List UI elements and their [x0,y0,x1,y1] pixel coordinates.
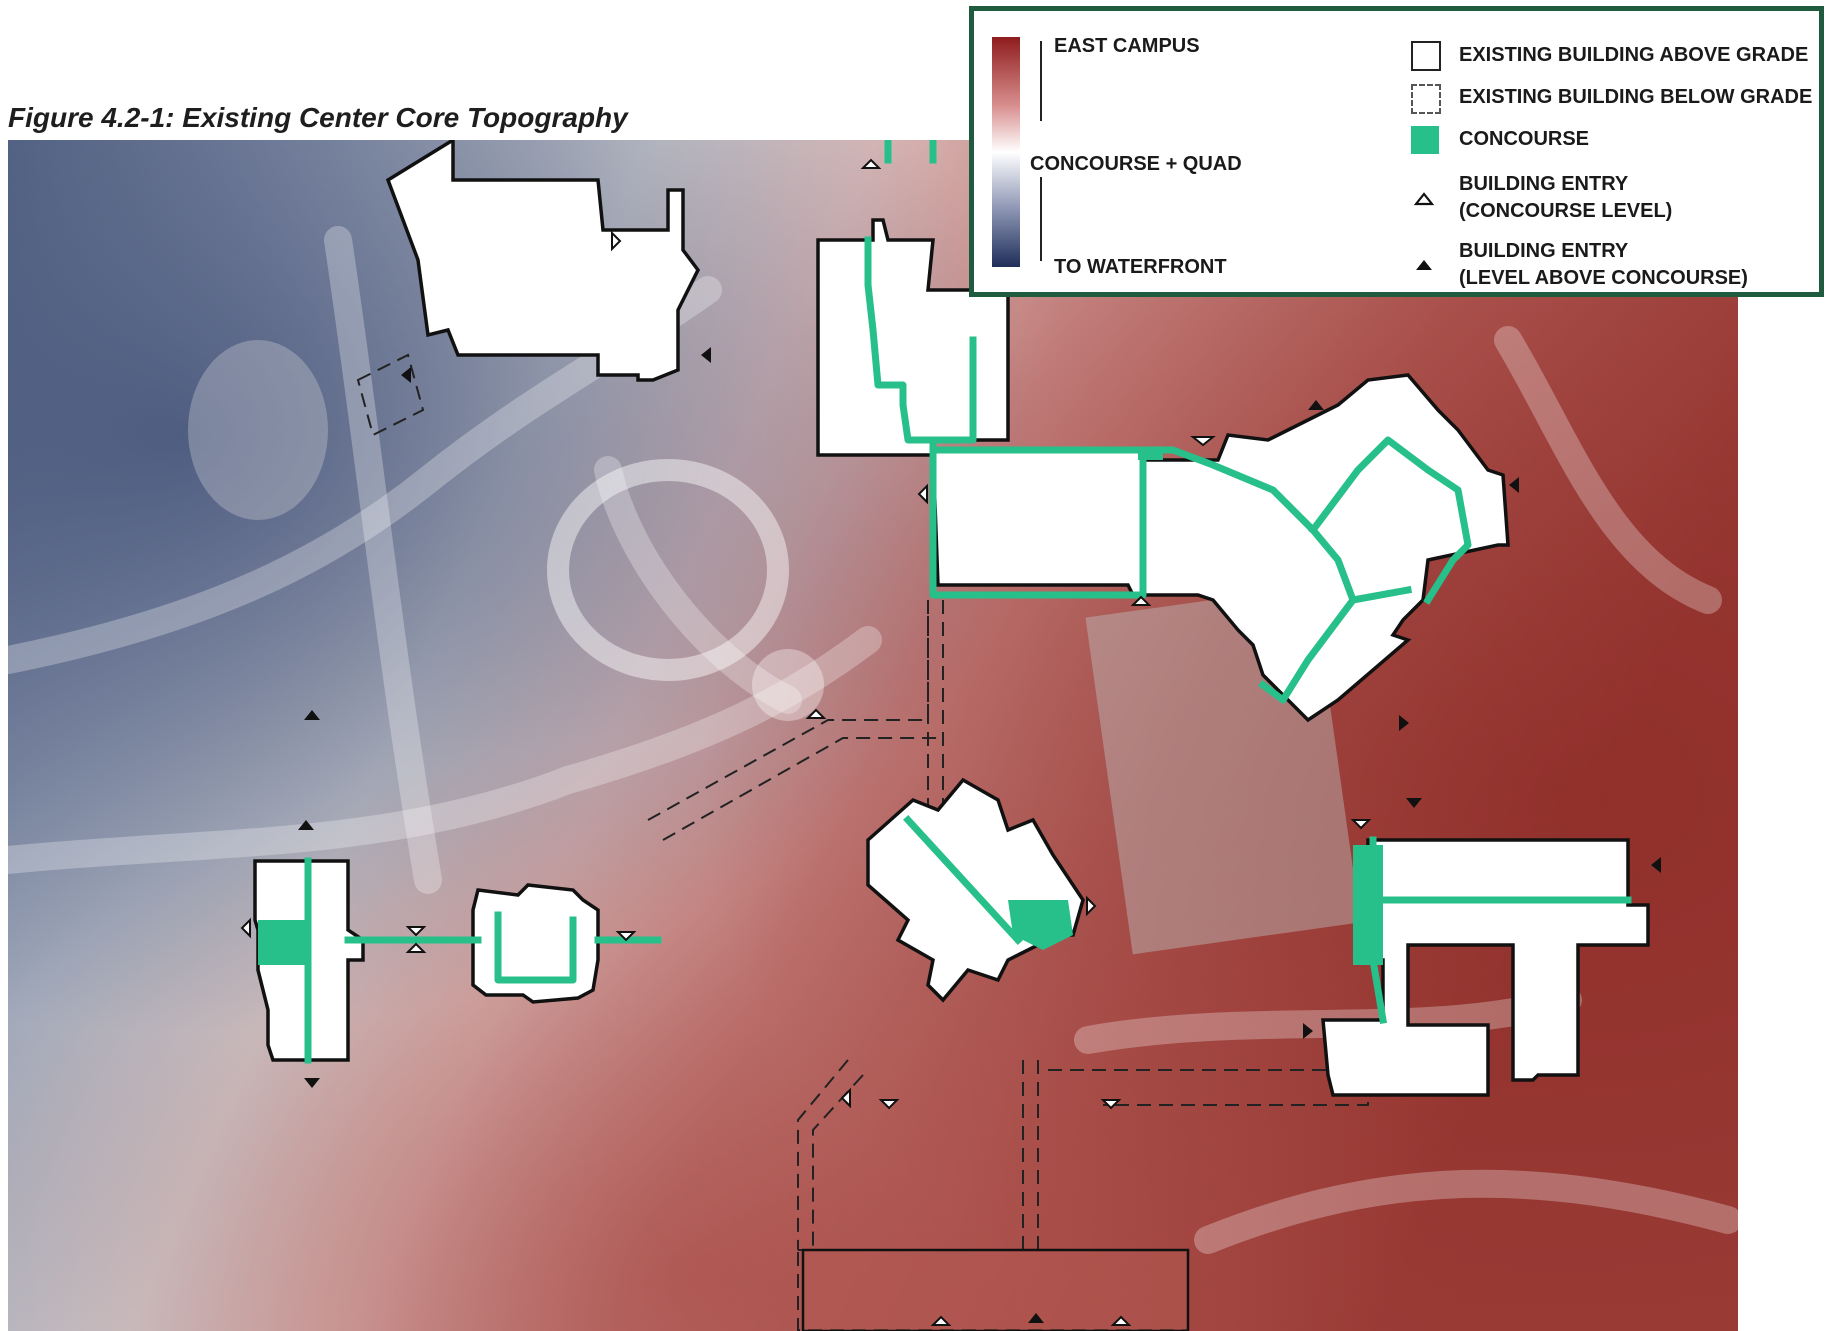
concourse-blocks [258,450,1383,965]
legend-item-entry-concourse: BUILDING ENTRY [1459,173,1629,195]
entry-above-concourse [298,347,1661,1323]
building-above-grade-swatch [1411,41,1441,71]
legend-item-entry-above: BUILDING ENTRY [1459,240,1629,262]
building-northwest [385,140,701,382]
figure-title: Figure 4.2-1: Existing Center Core Topog… [8,102,628,133]
legend-item-above-grade: EXISTING BUILDING ABOVE GRADE [1459,44,1809,66]
building-east [1321,838,1650,1097]
gradient-axis-down-arrow [1040,171,1042,261]
gradient-bottom-label: TO WATERFRONT [1054,256,1227,278]
entry-concourse-level [240,158,1372,1326]
building-west-pavilion [471,883,600,1004]
building-below-grade-swatch [1411,84,1441,114]
gradient-axis-up-arrow [1040,41,1042,121]
topography-map [8,140,1738,1331]
concourse-routes [304,140,1632,1064]
legend-item-concourse: CONCOURSE [1459,128,1590,150]
concourse-swatch [1411,126,1439,154]
legend-item-below-grade: EXISTING BUILDING BELOW GRADE [1459,86,1813,108]
gradient-top-label: EAST CAMPUS [1054,35,1200,57]
legend-item-entry-concourse-sub: (CONCOURSE LEVEL) [1459,200,1673,222]
legend: EAST CAMPUS CONCOURSE + QUAD TO WATERFRO… [969,6,1824,297]
below-grade-plaza [801,1248,1190,1331]
legend-item-entry-above-sub: (LEVEL ABOVE CONCOURSE) [1459,267,1748,289]
hollow-triangle-icon [1413,192,1435,206]
gradient-middle-label: CONCOURSE + QUAD [1030,151,1242,177]
filled-triangle-icon [1416,260,1432,270]
circular-plaza [547,459,789,681]
elevation-gradient-bar [992,37,1020,267]
